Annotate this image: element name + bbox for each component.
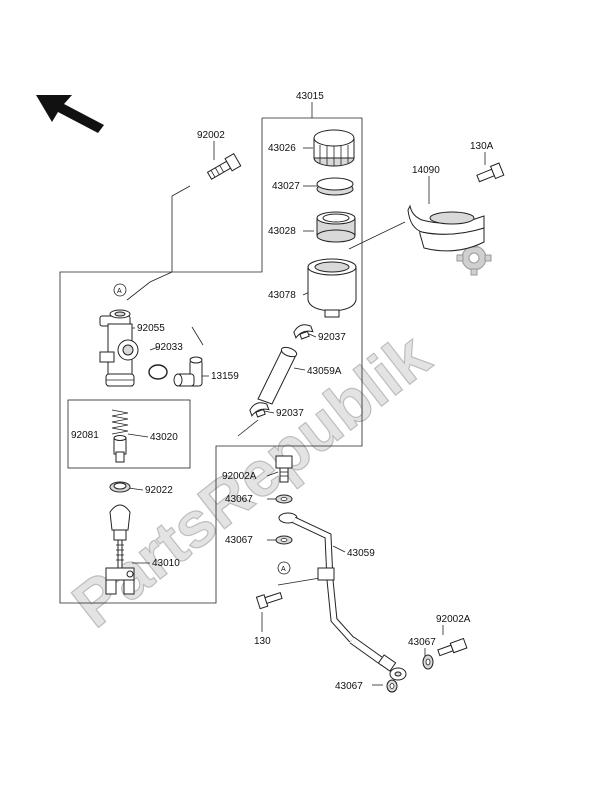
label-92055: 92055: [137, 323, 165, 334]
label-43026: 43026: [268, 143, 296, 154]
label-92002A-upper: 92002A: [222, 471, 257, 482]
bolt-130: [255, 592, 283, 610]
fitting-13159: [173, 356, 203, 387]
label-43028: 43028: [268, 226, 296, 237]
banjo-bolt-92002A-upper: [275, 455, 293, 483]
washer-43067-c: [422, 654, 434, 670]
label-92037-upper: 92037: [318, 332, 346, 343]
label-130A: 130A: [470, 141, 494, 152]
reservoir-cap-43026: [313, 129, 355, 167]
bolt-92002: [206, 152, 242, 180]
gear-icon: [456, 240, 492, 276]
label-92037-lower: 92037: [276, 408, 304, 419]
label-14090: 14090: [412, 165, 440, 176]
label-130: 130: [254, 636, 271, 647]
label-92081: 92081: [71, 430, 99, 441]
sub-assembly-frame: [67, 399, 191, 469]
label-43067-b: 43067: [225, 535, 253, 546]
label-13159: 13159: [211, 371, 239, 382]
o-ring-92033: [148, 364, 168, 380]
assembly-frame: [59, 117, 363, 604]
clamp-92037-lower: [249, 402, 270, 418]
master-cylinder-body: [99, 309, 139, 387]
circlip-92022: [109, 481, 131, 493]
washer-43067-b: [275, 535, 293, 545]
label-43027: 43027: [272, 181, 300, 192]
svg-text:A: A: [117, 288, 122, 295]
washer-43067-d: [386, 679, 398, 693]
label-43020: 43020: [150, 432, 178, 443]
diaphragm-43028: [316, 211, 356, 243]
label-43059: 43059: [347, 548, 375, 559]
svg-text:A: A: [281, 566, 286, 573]
label-43015: 43015: [296, 91, 324, 102]
label-92002A-lower: 92002A: [436, 614, 471, 625]
hose-43059A: [257, 346, 298, 405]
label-92033: 92033: [155, 342, 183, 353]
front-arrow-icon: [36, 95, 104, 133]
clamp-92037-upper: [293, 324, 314, 340]
label-92022: 92022: [145, 485, 173, 496]
reference-marker-a-bottom: A: [277, 561, 291, 575]
label-43067-d: 43067: [335, 681, 363, 692]
plate-43027: [316, 177, 354, 196]
push-rod-43010: [105, 504, 135, 595]
reference-marker-a-top: A: [113, 283, 127, 297]
bracket-14090: [407, 204, 485, 252]
label-43059A: 43059A: [307, 366, 342, 377]
brake-hose-43059: [278, 512, 407, 681]
label-43078: 43078: [268, 290, 296, 301]
label-43067-c: 43067: [408, 637, 436, 648]
reservoir-43078: [307, 258, 357, 318]
label-43010: 43010: [152, 558, 180, 569]
washer-43067-a: [275, 494, 293, 504]
banjo-bolt-92002A-lower: [437, 637, 468, 657]
bolt-130A: [476, 162, 505, 183]
label-92002: 92002: [197, 130, 225, 141]
label-43067-a: 43067: [225, 494, 253, 505]
spring-92081: [111, 409, 129, 463]
